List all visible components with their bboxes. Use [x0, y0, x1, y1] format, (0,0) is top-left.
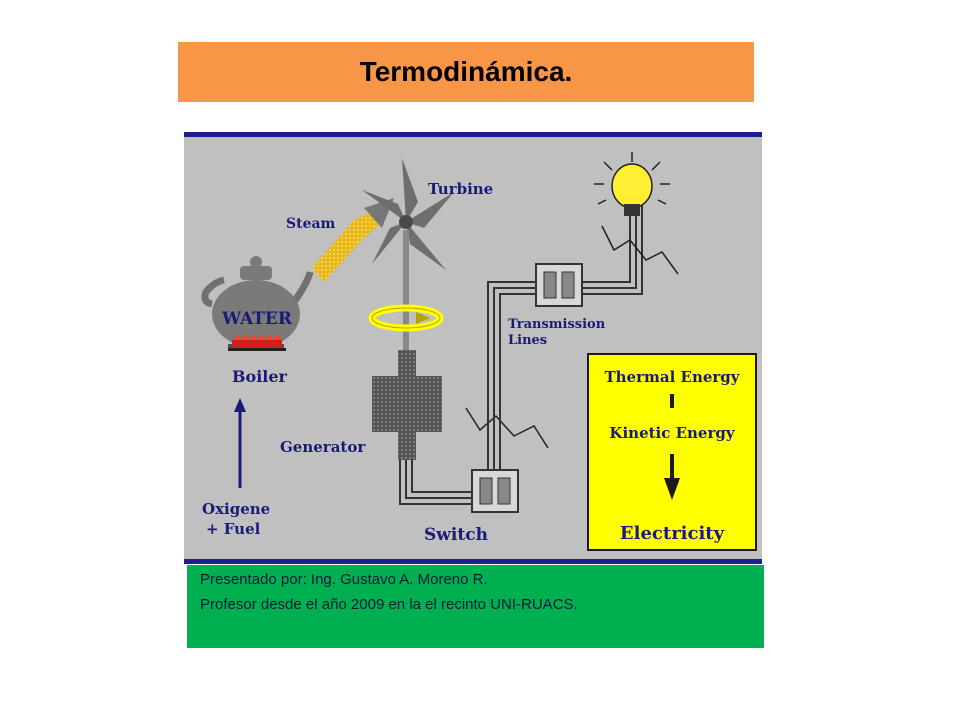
diagram-bottom-border: [184, 559, 762, 564]
generator-icon: [372, 350, 442, 460]
water-label: WATER: [221, 309, 293, 329]
boiler-label: Boiler: [232, 367, 288, 386]
switch-label: Switch: [424, 525, 488, 545]
transmission-label-line2: Lines: [508, 333, 547, 348]
transmission-wires: [487, 202, 643, 470]
kinetic-energy-label: Kinetic Energy: [609, 424, 735, 442]
fuel-label-line1: Oxigene: [202, 500, 270, 518]
fuel-label-line2: + Fuel: [206, 520, 261, 538]
light-bulb-icon: [594, 152, 670, 216]
presenter-footer: Presentado por: Ing. Gustavo A. Moreno R…: [187, 565, 764, 648]
up-arrow-icon: [234, 398, 246, 488]
professor-line: Profesor desde el año 2009 en la el reci…: [200, 596, 578, 613]
steam-jet: [312, 210, 382, 282]
turbine-label: Turbine: [428, 180, 493, 198]
presenter-line: Presentado por: Ing. Gustavo A. Moreno R…: [200, 571, 488, 588]
energy-conversion-box: Thermal Energy Kinetic Energy Electricit…: [587, 353, 757, 551]
diagram-top-border: [184, 132, 762, 137]
turbine-icon: [362, 158, 454, 270]
generator-label: Generator: [280, 438, 366, 456]
electricity-label: Electricity: [620, 523, 725, 544]
generator-wires: [399, 460, 472, 505]
diagram-canvas: WATER Boiler Oxigene + Fuel Steam Turbin…: [184, 132, 762, 564]
transmission-label-line1: Transmission: [508, 317, 606, 332]
rotation-arrow-icon: [368, 304, 444, 332]
turbine-shaft: [403, 230, 409, 352]
power-plant-diagram: WATER Boiler Oxigene + Fuel Steam Turbin…: [184, 132, 762, 564]
step-divider: [670, 394, 674, 408]
thermal-energy-label: Thermal Energy: [604, 368, 740, 386]
down-arrow-icon: [664, 454, 680, 500]
switch-icon: [471, 469, 519, 513]
title-banner: Termodinámica.: [178, 42, 754, 102]
upper-spark-icon: [601, 225, 679, 275]
page-title: Termodinámica.: [359, 56, 573, 87]
transformer-icon: [535, 263, 583, 307]
spark-icon: [465, 407, 549, 449]
flame-icon: [228, 334, 286, 351]
steam-label: Steam: [286, 216, 336, 232]
